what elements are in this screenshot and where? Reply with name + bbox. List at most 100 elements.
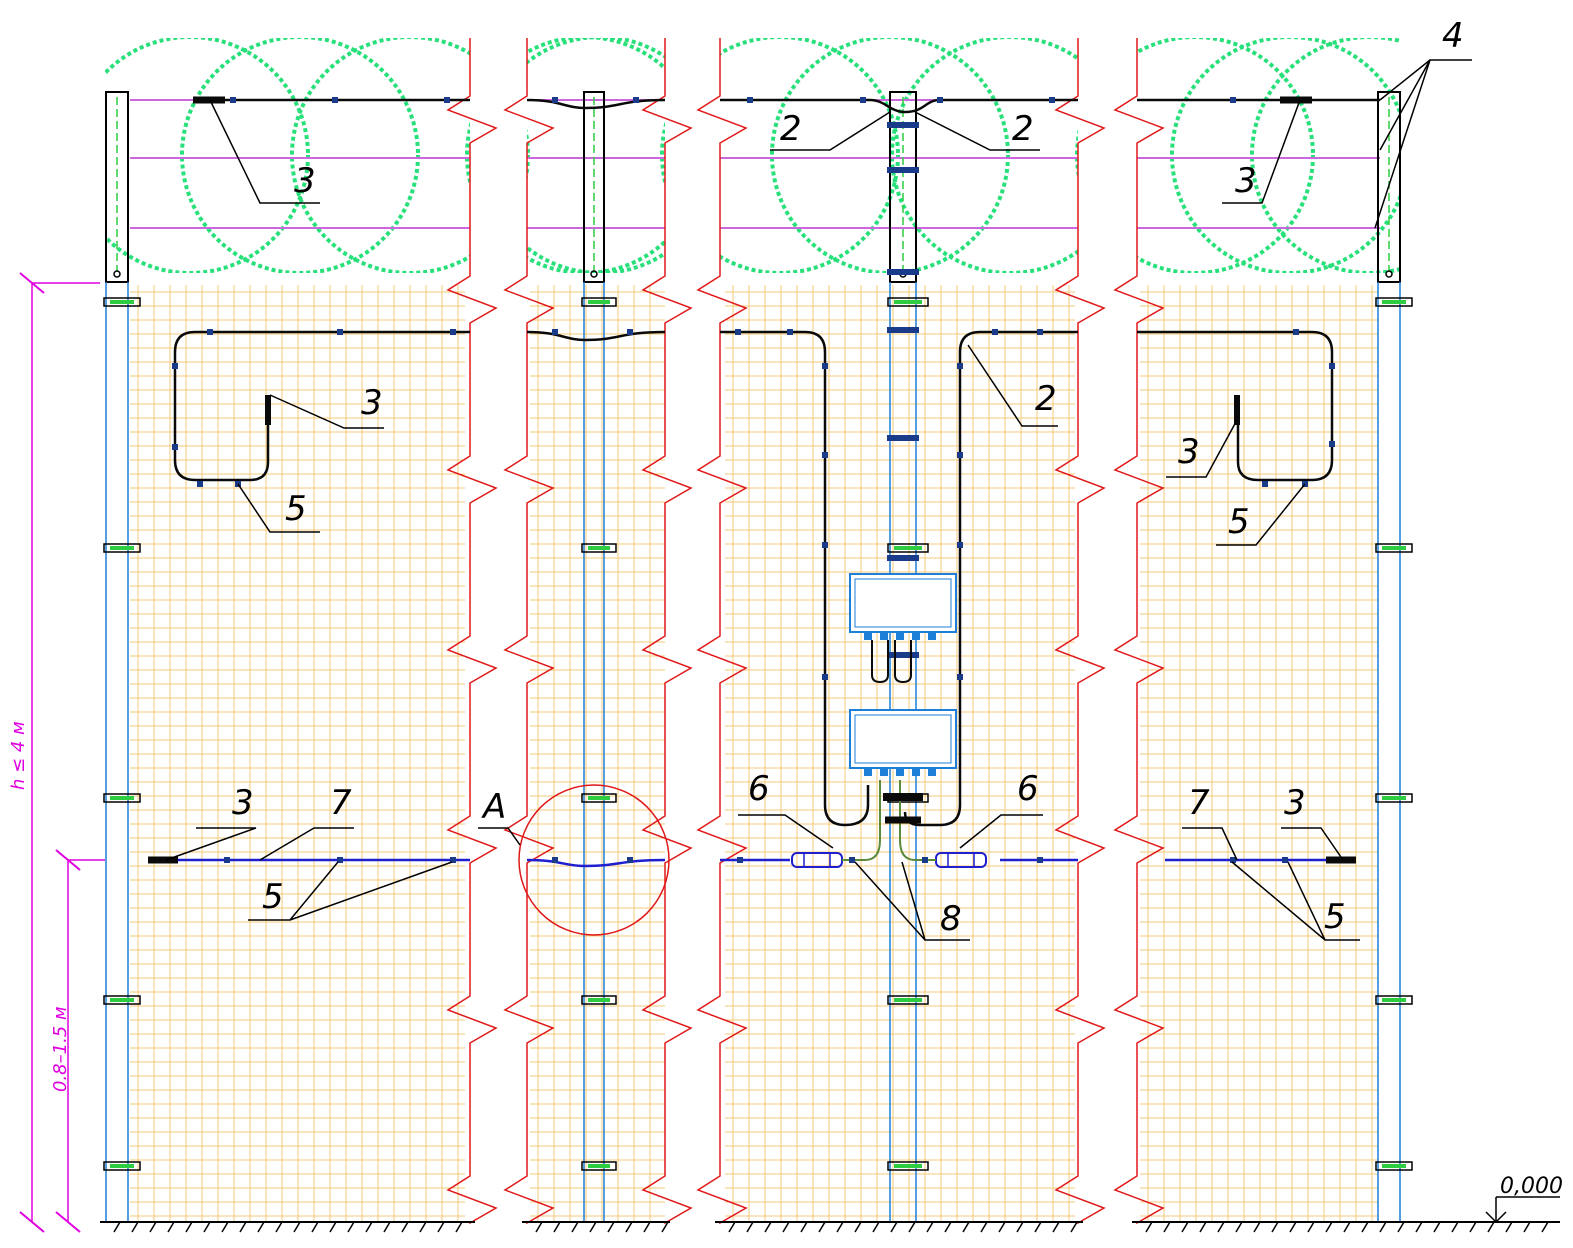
cable-tie: [1262, 481, 1268, 487]
height-dimension-label: h ≤ 4 м: [8, 721, 29, 790]
callout-2: 2: [780, 109, 802, 149]
dimension-lines: [19, 272, 105, 1233]
ground-hatch: [962, 1221, 970, 1233]
post-clamp: [103, 1161, 141, 1171]
cable-gland: [864, 768, 872, 776]
post-clamp-fill: [894, 1164, 922, 1168]
cable-tie: [937, 97, 943, 103]
callout-leader: [237, 483, 320, 533]
cable-tie: [627, 857, 633, 863]
callout-leader: [1166, 419, 1238, 478]
ground-hatch: [221, 1221, 229, 1233]
razor-coil: [1170, 38, 1400, 273]
sensor-cable-loop: [173, 330, 470, 482]
cable-tie: [922, 857, 928, 863]
mesh-panels: [130, 285, 1378, 1222]
ground-hatch: [661, 1221, 669, 1233]
ground-hatch: [257, 1221, 265, 1233]
ground-hatch: [782, 1221, 790, 1233]
razor-coil: [480, 38, 720, 273]
cable-tie: [957, 542, 963, 548]
ground-hatch: [1307, 1221, 1315, 1233]
ground-hatch: [800, 1221, 808, 1233]
cable-tie: [1293, 329, 1299, 335]
cable-tie: [552, 329, 558, 335]
post-clamp: [887, 995, 929, 1005]
ground-hatch: [1289, 1221, 1297, 1233]
callout-5: 5: [285, 489, 307, 529]
level-mark-arrow: [1485, 1211, 1507, 1224]
cable-tie: [787, 329, 793, 335]
ground-hatch: [746, 1221, 754, 1233]
sensor-cable-loop: [1137, 330, 1334, 482]
ground-hatch: [1052, 1221, 1060, 1233]
cable-gland: [896, 768, 904, 776]
ground-hatch: [1034, 1221, 1042, 1233]
cable-tie: [172, 444, 178, 450]
ground-hatch: [571, 1221, 579, 1233]
post-clamp-fill: [110, 300, 134, 304]
post-clamp-fill: [588, 796, 610, 800]
post-clamp-fill: [110, 1164, 134, 1168]
ground-hatch: [1523, 1221, 1531, 1233]
cable-tie: [957, 363, 963, 369]
sensor-height-dimension-label: 0.8–1.5 м: [50, 1006, 71, 1092]
break-line: [1113, 38, 1165, 1225]
ground-hatch: [383, 1221, 391, 1233]
post-clamp: [581, 1161, 617, 1171]
ground-hatch: [607, 1221, 615, 1233]
ground-hatch: [1397, 1221, 1405, 1233]
break-lines: [446, 38, 1165, 1225]
cable-tie: [224, 857, 230, 863]
post-clamp: [1375, 297, 1413, 307]
ground-hatch: [1145, 1221, 1153, 1233]
dimension-tick: [19, 272, 45, 294]
cable-tie: [822, 452, 828, 458]
ground-hatch: [113, 1221, 121, 1233]
callout-leader: [248, 861, 453, 921]
cable-tie: [230, 97, 236, 103]
post-clamp-fill: [1382, 1164, 1406, 1168]
cable-tie: [337, 329, 343, 335]
break-line: [696, 38, 748, 1225]
cable-tie: [552, 857, 558, 863]
dimension-tick: [55, 849, 81, 871]
callout-leader: [209, 99, 320, 204]
ground-hatch: [1361, 1221, 1369, 1233]
post-clamp-fill: [588, 300, 610, 304]
break-line: [1054, 38, 1106, 1225]
ground-hatch: [1325, 1221, 1333, 1233]
junction-box-lid: [854, 578, 952, 628]
cable-tie: [633, 97, 639, 103]
callout-leader: [1216, 483, 1306, 546]
break-line: [446, 38, 498, 1225]
callout-leader: [738, 814, 834, 849]
break-line: [641, 38, 693, 1225]
sensor-cable-loop: [526, 330, 666, 342]
break-line: [503, 38, 555, 1225]
junction-box-lid: [854, 714, 952, 764]
callout-6: 6: [748, 769, 770, 809]
cable-tie: [444, 97, 450, 103]
junction-boxes: [849, 573, 957, 776]
post-clamp-fill: [1382, 300, 1406, 304]
ground-level-mark: 0,000: [1500, 1174, 1563, 1199]
post-clamp: [887, 543, 929, 553]
cable-tie: [1037, 857, 1043, 863]
ground-hatch: [1433, 1221, 1441, 1233]
callout-a: A: [481, 787, 506, 827]
callout-leader: [1374, 59, 1472, 229]
ground-hatch: [1016, 1221, 1024, 1233]
ground-hatch: [944, 1221, 952, 1233]
ground-hatch: [764, 1221, 772, 1233]
ground-hatch: [1415, 1221, 1423, 1233]
cable-tie: [822, 674, 828, 680]
post-clamp: [1375, 1161, 1413, 1171]
jumper-cable: [871, 640, 889, 684]
ground-hatch: [625, 1221, 633, 1233]
cable-tie: [552, 97, 558, 103]
callout-6: 6: [1017, 769, 1039, 809]
post-clamp: [103, 995, 141, 1005]
post-clamp: [581, 543, 617, 553]
ground-hatch: [589, 1221, 597, 1233]
